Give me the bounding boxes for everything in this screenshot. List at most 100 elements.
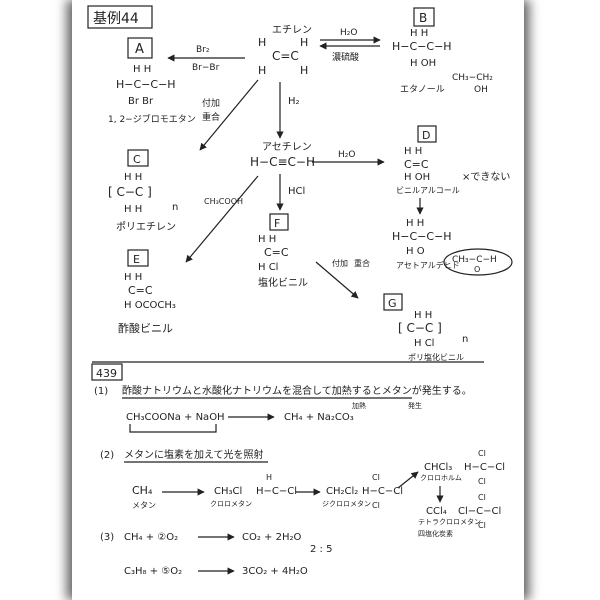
e-row3: H O: [406, 246, 425, 257]
p1-small-1: 加熱: [352, 401, 366, 410]
p3-label: (3): [100, 532, 114, 543]
box-g-label: G: [388, 297, 397, 310]
e-row1: H H: [406, 218, 424, 229]
ev-row1: H H: [124, 272, 142, 283]
d-row1: H H: [404, 146, 422, 157]
c-row2: [ C−C ]: [108, 185, 152, 199]
box-e-label: E: [133, 253, 140, 266]
b-name: エタノール: [400, 84, 445, 95]
to-g-1: 付加: [332, 258, 348, 268]
p3-eq1-left: CH₄ + ②O₂: [124, 532, 178, 543]
acetylene-name: アセチレン: [262, 141, 312, 153]
acetylene-formula: H−C≡C−H: [250, 155, 315, 169]
ev-name: 酢酸ビニル: [118, 321, 173, 335]
box-c-label: C: [133, 153, 141, 166]
a-row1: H H: [133, 64, 151, 75]
p1-label: (1): [94, 386, 108, 397]
p2-cl-bottom-1: Cl: [372, 501, 380, 510]
p2-ch3cl-name: クロロメタン: [210, 499, 252, 508]
poly-label-1: 付加: [202, 98, 220, 109]
box-b-label: B: [419, 11, 427, 25]
circled-aldehyde: [443, 248, 513, 276]
b-row3: H OH: [410, 58, 436, 69]
g-name: ポリ塩化ビニル: [408, 352, 464, 362]
p2-ccl4-name-2: 四塩化炭素: [418, 529, 453, 538]
box-f: [269, 213, 289, 231]
hcl-label: HCl: [288, 186, 305, 197]
header-box: [87, 5, 153, 29]
p1-bracket: [129, 424, 217, 433]
p3-eq2-right: 3CO₂ + 4H₂O: [242, 566, 308, 577]
p3-eq2-left: C₃H₈ + ⑤O₂: [124, 566, 182, 577]
p2-ch2cl2: CH₂Cl₂: [326, 486, 358, 497]
problem-number: 439: [96, 367, 117, 380]
d-row3: H OH: [404, 172, 430, 183]
p2-cl-top-1: Cl: [372, 473, 380, 482]
ethylene-h1: H: [258, 36, 266, 49]
h2-label: H₂: [288, 96, 300, 107]
p2-label: (2): [100, 450, 114, 461]
box-d-label: D: [422, 129, 430, 142]
p1-products: CH₄ + Na₂CO₃: [284, 412, 354, 423]
acetic-label: CH₃COOH: [204, 197, 243, 206]
to-g-2: 重合: [354, 258, 370, 268]
ev-row2: C=C: [128, 284, 153, 297]
b-row1: H H: [410, 28, 428, 39]
g-n: n: [462, 334, 468, 345]
c-name: ポリエチレン: [116, 221, 176, 233]
b-row2: H−C−C−H: [392, 40, 452, 53]
p2-cl-top-2: Cl: [478, 449, 486, 458]
arrow-to-g: [315, 261, 359, 299]
p2-ch2cl2-struct: H−C−Cl: [362, 486, 403, 497]
ethylene-cc: C=C: [272, 49, 299, 63]
c-row1: H H: [124, 172, 142, 183]
box-b: [413, 7, 435, 27]
p2-ch4: CH₄: [132, 484, 153, 497]
a-row2: H−C−C−H: [116, 78, 176, 91]
p2-h-top-1: H: [266, 473, 272, 482]
ethylene-name: エチレン: [272, 24, 312, 36]
e-row2: H−C−C−H: [392, 230, 452, 243]
p2-ch3cl-struct: H−C−Cl: [256, 486, 297, 497]
poly-label-2: 重合: [202, 111, 220, 123]
box-f-label: F: [274, 217, 280, 230]
c-row3: H H: [124, 204, 142, 215]
p2-ch2cl2-name: ジクロロメタン: [322, 499, 371, 508]
e-name: アセトアルデヒド: [396, 260, 460, 270]
ethylene-h4: H: [300, 64, 308, 77]
b-alt1: CH₃−CH₂: [452, 73, 493, 83]
p2-chcl3: CHCl₃: [424, 462, 452, 473]
p1-text: 酢酸ナトリウムと水酸化ナトリウムを混合して加熱するとメタンが発生する。: [122, 384, 472, 397]
ethylene-h3: H: [258, 64, 266, 77]
f-row3: H Cl: [258, 262, 278, 273]
arrow-to-e: [185, 175, 259, 263]
header-title: 基例44: [93, 10, 139, 27]
d-row2: C=C: [404, 158, 429, 171]
p2-ch3cl: CH₃Cl: [214, 486, 242, 497]
p1-reactants: CH₃COONa + NaOH: [126, 412, 225, 423]
p2-ccl4: CCl₄: [426, 506, 447, 517]
box-g: [383, 293, 403, 311]
p2-ccl4-name-1: テトラクロロメタン: [418, 517, 481, 526]
p2-chcl3-struct: H−C−Cl: [464, 462, 505, 473]
a-row3: Br Br: [128, 96, 154, 107]
g-row2: [ C−C ]: [398, 321, 442, 335]
e-circled2: O: [474, 265, 480, 274]
to-b-above: H₂O: [340, 28, 357, 38]
a-name: 1, 2−ジブロモエタン: [108, 113, 196, 125]
problem-number-box: [91, 363, 123, 381]
p1-small-2: 発生: [408, 401, 422, 410]
d-name: ビニルアルコール: [396, 186, 460, 195]
p3-ratio: 2 : 5: [310, 544, 332, 555]
b-alt2: OH: [474, 85, 488, 95]
ethylene-h2: H: [300, 36, 308, 49]
box-c: [127, 149, 149, 167]
box-d: [417, 125, 437, 143]
g-row1: H H: [414, 310, 432, 321]
f-row2: C=C: [264, 246, 289, 259]
arrow-to-c: [199, 79, 259, 151]
p2-text: メタンに塩素を加えて光を照射: [124, 448, 264, 461]
paper-sheet: [72, 0, 524, 600]
p2-ch4-name: メタン: [132, 501, 156, 510]
box-a-label: A: [135, 42, 144, 57]
